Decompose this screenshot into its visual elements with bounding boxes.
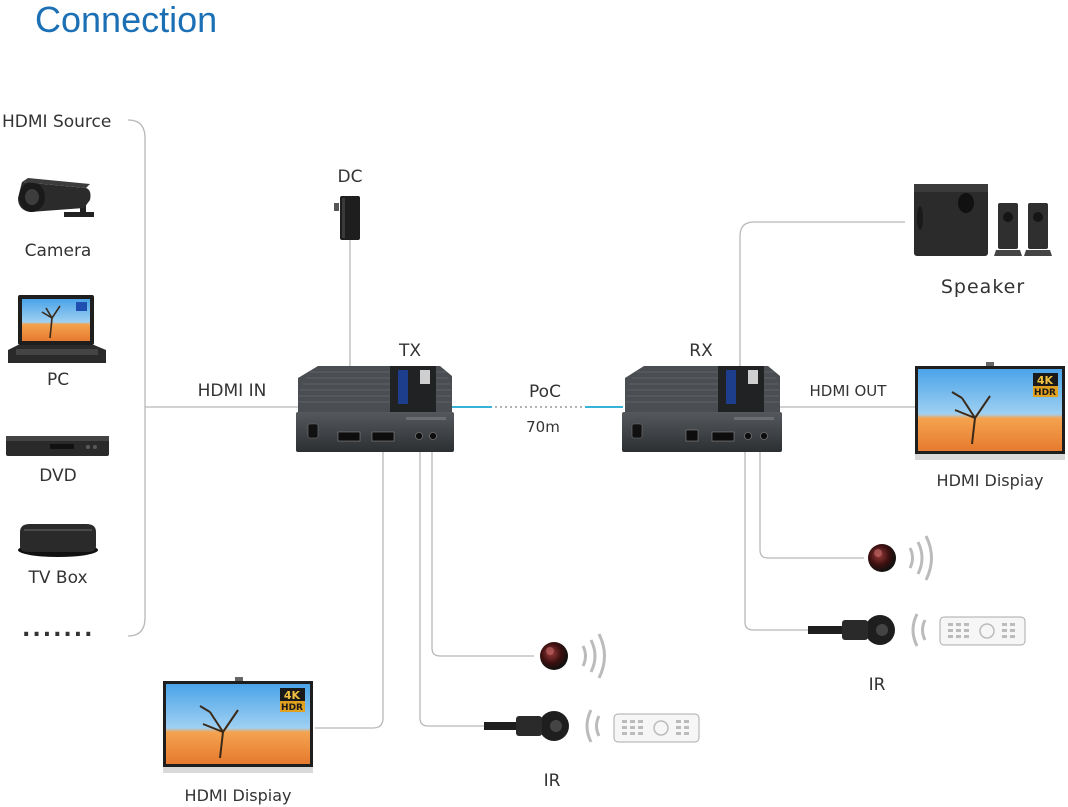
- remote-control-icon-tx: [613, 713, 700, 743]
- tv-badge-hdr-left: HDR: [281, 703, 303, 713]
- tv-badge-4k-right: 4K: [1037, 374, 1054, 387]
- source-label-dvd: DVD: [39, 466, 77, 486]
- distance-label: 70m: [526, 418, 560, 436]
- ir-emitter-icon-tx: [540, 633, 606, 679]
- tv-badge-4k-left: 4K: [284, 689, 301, 702]
- rx-device: [622, 366, 782, 452]
- more-sources-ellipsis: .......: [22, 617, 95, 642]
- remote-control-icon-rx: [939, 616, 1026, 646]
- source-label-tv-box: TV Box: [27, 568, 87, 588]
- dvd-player-icon: [6, 436, 109, 456]
- poc-label: PoC: [529, 382, 561, 402]
- hdmi-out-label: HDMI OUT: [810, 382, 888, 400]
- ir-label-tx: IR: [544, 771, 561, 791]
- tv-badge-hdr-right: HDR: [1034, 388, 1056, 398]
- rx-label: RX: [689, 341, 713, 361]
- dc-adapter-icon: [334, 196, 360, 240]
- ir-receiver-icon-rx: [808, 613, 927, 647]
- tv-box-icon: [18, 524, 98, 557]
- hdmi-source-heading: HDMI Source: [2, 112, 111, 132]
- ir-receiver-icon-tx: [484, 709, 601, 743]
- source-label-camera: Camera: [25, 241, 92, 261]
- source-label-pc: PC: [47, 370, 69, 390]
- hdmi-display-label-left: HDMI Dispiay: [185, 786, 292, 805]
- ir-label-rx: IR: [869, 675, 886, 695]
- laptop-icon: [8, 295, 106, 363]
- hdmi-in-label: HDMI IN: [198, 381, 267, 401]
- hdmi-display-right: 4K HDR: [915, 362, 1065, 460]
- dc-label: DC: [338, 167, 363, 187]
- wires: [127, 119, 915, 729]
- page-title: Connection: [35, 0, 217, 40]
- camera-icon: [18, 178, 94, 217]
- speaker-label: Speaker: [941, 276, 1025, 298]
- tx-device: [296, 366, 454, 452]
- hdmi-display-label-right: HDMI Dispiay: [937, 471, 1044, 490]
- ir-emitter-icon-rx: [868, 535, 933, 581]
- hdmi-display-left: 4K HDR: [163, 677, 313, 773]
- tx-label: TX: [398, 341, 421, 361]
- speaker-icon: [914, 184, 1052, 256]
